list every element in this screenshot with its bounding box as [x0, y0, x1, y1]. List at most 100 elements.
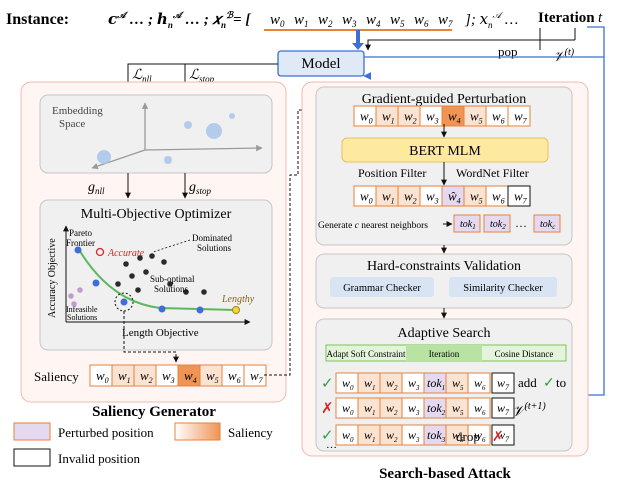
wordnet-filter-label: WordNet Filter	[456, 166, 529, 180]
token-w6: w6	[467, 397, 491, 419]
token-w7: w7	[243, 364, 267, 387]
token-w1: w1	[111, 364, 135, 387]
svg-text:w3: w3	[408, 376, 420, 392]
svg-text:w0: w0	[360, 109, 373, 126]
token-w3: w3	[401, 372, 425, 394]
instance-tail: ]; 𝑥n𝒜 …	[464, 10, 518, 30]
svg-text:w1: w1	[382, 109, 395, 126]
suboptimal-label-1: Sub-optimal	[150, 274, 195, 284]
token-w0: w0	[335, 397, 359, 419]
pareto-point	[158, 305, 166, 313]
similarity-checker-label: Similarity Checker	[463, 283, 543, 294]
selected-to-saliency-arrow	[123, 311, 179, 363]
pareto-point	[74, 246, 82, 254]
svg-text:tok2: tok2	[427, 401, 446, 417]
svg-text:w5: w5	[452, 401, 464, 417]
svg-text:tokc: tokc	[540, 219, 556, 231]
instance-token-w1: w1	[294, 12, 309, 29]
suboptimal-label-2: Solutions	[154, 284, 189, 294]
grammar-checker-box	[330, 277, 434, 297]
infeasible-points	[68, 287, 83, 307]
v-t-label: 𝒱(t)	[553, 47, 575, 65]
token-w3: w3	[155, 364, 179, 387]
add-check-icon: ✓	[543, 376, 555, 391]
svg-text:w0: w0	[342, 376, 354, 392]
token-w7-invalid: w7	[491, 424, 515, 446]
svg-text:w5: w5	[206, 368, 219, 385]
instance-token-w2: w2	[318, 12, 333, 29]
svg-text:w6: w6	[492, 189, 505, 206]
y-axis-label: Accuracy Objective	[47, 238, 58, 318]
accurate-label: Accurate	[107, 248, 145, 259]
as-more-rows: …	[326, 439, 337, 451]
token-w2: w2	[397, 105, 421, 127]
token-w1: w1	[375, 185, 399, 207]
svg-text:w7: w7	[497, 376, 510, 392]
svg-text:w1: w1	[118, 368, 131, 385]
add-label: add	[518, 375, 537, 390]
svg-text:w3: w3	[426, 109, 439, 126]
token-w0: w0	[353, 185, 377, 207]
svg-text:w2: w2	[386, 428, 398, 444]
svg-text:w5: w5	[452, 428, 464, 444]
token-w5: w5	[445, 424, 469, 446]
token-w7-invalid: w7	[507, 185, 531, 207]
svg-text:w1: w1	[364, 428, 376, 444]
token-w5: w5	[199, 364, 223, 387]
similarity-checker-box	[449, 277, 557, 297]
token-w3: w3	[401, 397, 425, 419]
suboptimal-points	[115, 253, 207, 295]
svg-text:w2: w2	[404, 189, 417, 206]
token-replaced: tok3	[423, 424, 447, 446]
bert-mlm-label: BERT MLM	[409, 144, 481, 159]
token-w2: w2	[133, 364, 157, 387]
token-w7: w7	[507, 105, 531, 127]
check-icon: ✓	[321, 428, 334, 444]
token-w0: w0	[353, 105, 377, 127]
pareto-point-selected	[120, 298, 128, 306]
optimizer-box	[39, 199, 273, 351]
accurate-point	[95, 247, 105, 257]
svg-text:w2: w2	[386, 401, 398, 417]
dominated-label-1: Dominated	[192, 233, 232, 243]
token-w2: w2	[379, 397, 403, 419]
svg-text:w2: w2	[386, 376, 398, 392]
svg-text:w0: w0	[360, 189, 373, 206]
token-w4: w4	[177, 364, 201, 387]
token-w5: w5	[445, 372, 469, 394]
embedding-point	[206, 123, 222, 139]
token-w1: w1	[357, 424, 381, 446]
svg-text:w4: w4	[448, 109, 461, 126]
iteration-label: Iteration	[538, 10, 595, 26]
g-nll-label: gnll	[88, 180, 105, 196]
token-w6: w6	[467, 372, 491, 394]
as-tab-cosine: Cosine Distance	[495, 349, 554, 359]
model-label: Model	[301, 56, 340, 72]
pareto-curve	[77, 247, 237, 311]
pareto-point	[92, 279, 100, 287]
token-replaced: tok1	[423, 372, 447, 394]
svg-text:w7: w7	[497, 401, 510, 417]
token-w0: w0	[89, 364, 113, 387]
as-title: Adaptive Search	[398, 326, 491, 341]
svg-text:w6: w6	[492, 109, 505, 126]
as-tab-iteration: Iteration	[429, 349, 460, 359]
svg-text:w7: w7	[497, 428, 510, 444]
svg-text:w1: w1	[382, 189, 395, 206]
instance-label: Instance:	[6, 11, 69, 28]
legend-saliency-swatch	[174, 422, 221, 441]
saliency-panel-title: Saliency Generator	[92, 404, 216, 420]
neighbor-tok-c: tokc	[533, 214, 561, 233]
drop-label: drop	[456, 429, 480, 444]
svg-text:w3: w3	[408, 401, 420, 417]
pareto-point	[196, 306, 204, 314]
token-replaced: tok2	[423, 397, 447, 419]
svg-text:w1: w1	[364, 401, 376, 417]
g-stop-label: gstop	[189, 180, 212, 196]
